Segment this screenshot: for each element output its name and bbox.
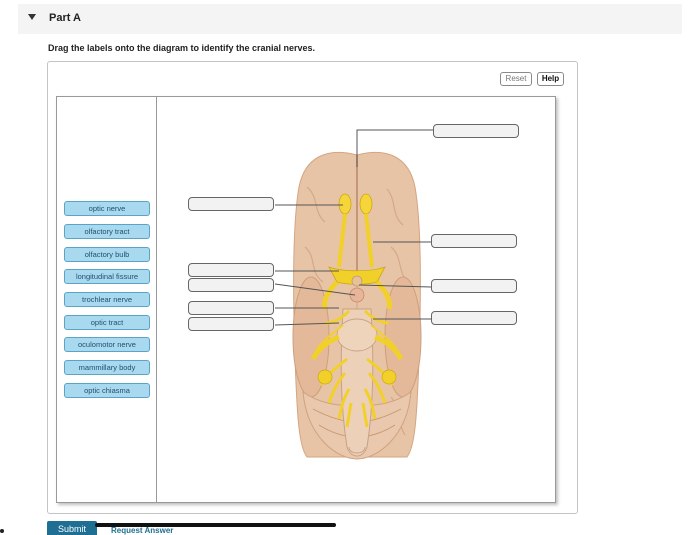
label-bank: optic nerve olfactory tract olfactory bu… <box>57 97 157 502</box>
collapse-caret-icon[interactable] <box>28 14 36 20</box>
draggable-label[interactable]: olfactory bulb <box>64 247 150 262</box>
mammillary-body <box>349 287 365 303</box>
drop-target[interactable] <box>188 301 274 315</box>
olfactory-bulb-left <box>338 193 352 215</box>
leader-line-top <box>356 129 433 167</box>
drop-target[interactable] <box>188 263 274 277</box>
instruction-text: Drag the labels onto the diagram to iden… <box>48 43 316 53</box>
drop-target[interactable] <box>188 278 274 292</box>
help-button[interactable]: Help <box>537 72 564 86</box>
olfactory-tracts <box>337 213 374 268</box>
cursor-dot <box>0 529 4 533</box>
drop-target[interactable] <box>188 317 274 331</box>
draggable-label[interactable]: oculomotor nerve <box>64 337 150 352</box>
spinal-cord-stub <box>348 446 366 454</box>
leader-line-right-2 <box>358 284 432 288</box>
infundibulum <box>351 275 363 287</box>
submit-button[interactable]: Submit <box>47 521 97 535</box>
trigeminal-nerves <box>310 334 404 361</box>
leader-line-left-3 <box>274 283 356 296</box>
drop-target[interactable] <box>188 197 274 211</box>
cerebellum-folia <box>312 408 402 438</box>
draggable-label[interactable]: longitudinal fissure <box>64 269 150 284</box>
drop-target[interactable] <box>431 279 517 293</box>
nerve-bundle-left <box>317 369 333 385</box>
olfactory-bulb-right <box>359 193 373 215</box>
lower-cranial-nerves <box>319 357 395 428</box>
request-answer-link[interactable]: Request Answer <box>111 526 174 535</box>
optic-tracts <box>322 280 392 310</box>
drop-target[interactable] <box>431 234 517 248</box>
part-a-header[interactable]: Part A <box>18 4 682 34</box>
brain-inferior-view-diagram <box>274 129 433 460</box>
draggable-label[interactable]: mammillary body <box>64 360 150 375</box>
drop-target[interactable] <box>431 311 517 325</box>
draggable-label[interactable]: optic nerve <box>64 201 150 216</box>
part-title: Part A <box>49 12 81 24</box>
drop-target[interactable] <box>433 124 519 138</box>
draggable-label[interactable]: optic tract <box>64 315 150 330</box>
trochlear-nerves <box>316 324 398 350</box>
draggable-label[interactable]: trochlear nerve <box>64 292 150 307</box>
overlay-scroll-bar <box>95 523 336 527</box>
reset-button[interactable]: Reset <box>500 72 532 86</box>
drag-drop-workspace: optic nerve olfactory tract olfactory bu… <box>56 96 556 503</box>
draggable-label[interactable]: optic chiasma <box>64 383 150 398</box>
pons <box>336 318 378 352</box>
draggable-label[interactable]: olfactory tract <box>64 224 150 239</box>
nerve-bundle-right <box>381 369 397 385</box>
leader-line-left-5 <box>274 322 340 326</box>
